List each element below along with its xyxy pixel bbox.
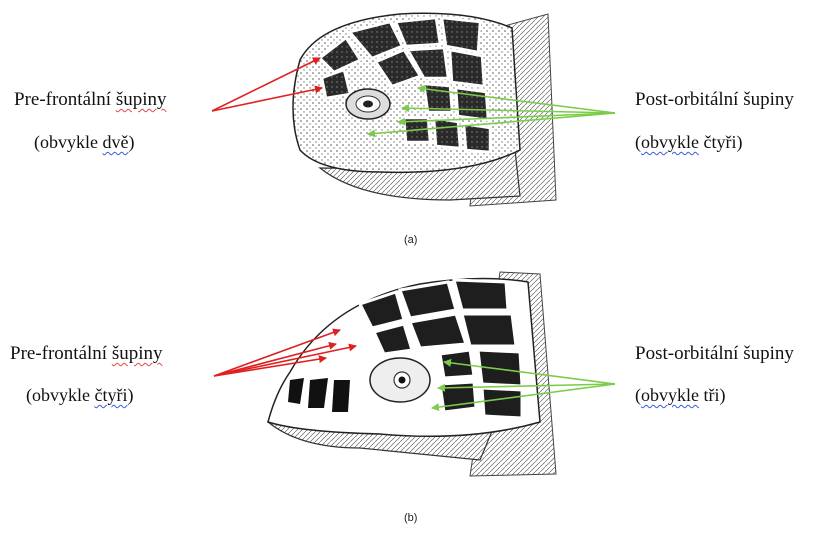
turtle-head-illustration-a bbox=[0, 0, 824, 262]
figure-a: Pre-frontální šupiny (obvykle dvě) Post-… bbox=[0, 0, 824, 262]
figure-b: Pre-frontální šupiny (obvykle čtyři) Pos… bbox=[0, 262, 824, 533]
caption-a: (a) bbox=[404, 234, 417, 246]
postorbital-count-b: (obvykle tři) bbox=[635, 386, 726, 404]
prefrontal-label-b: Pre-frontální šupiny bbox=[10, 344, 163, 363]
prefrontal-label-a: Pre-frontální šupiny bbox=[14, 90, 167, 109]
caption-b: (b) bbox=[404, 512, 417, 524]
postorbital-label-b: Post-orbitální šupiny bbox=[635, 344, 794, 363]
prefrontal-count-a: (obvykle dvě) bbox=[34, 133, 134, 151]
postorbital-count-a: (obvykle čtyři) bbox=[635, 133, 742, 151]
postorbital-label-a: Post-orbitální šupiny bbox=[635, 90, 794, 109]
prefrontal-count-b: (obvykle čtyři) bbox=[26, 386, 133, 404]
